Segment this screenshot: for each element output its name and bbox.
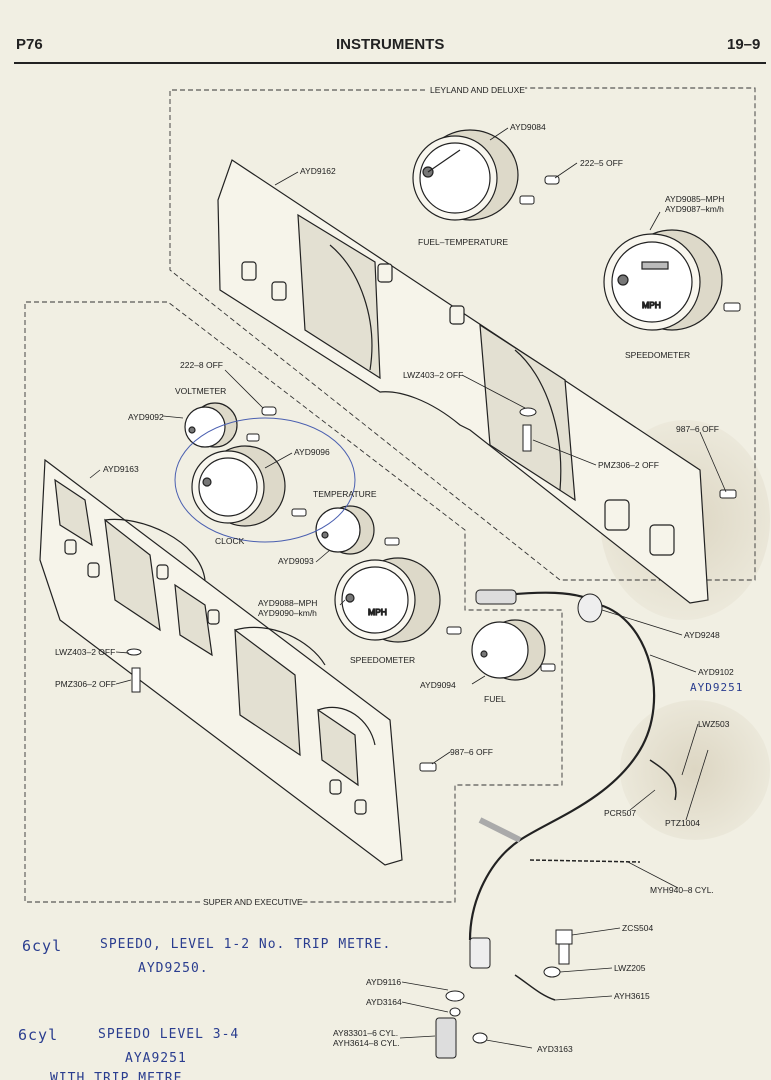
label-ayh3615: AYH3615 bbox=[614, 991, 650, 1001]
label-ayd9087: AYD9087–km/h bbox=[665, 204, 724, 214]
fuel-gauge bbox=[471, 619, 546, 681]
handwritten-margin-note: AYD9251 bbox=[690, 681, 743, 694]
label-lwz503: LWZ503 bbox=[698, 719, 730, 729]
label-ayd3163: AYD3163 bbox=[537, 1044, 573, 1054]
label-fuel: FUEL bbox=[484, 694, 506, 704]
label-pcr507: PCR507 bbox=[604, 808, 636, 818]
handwritten-note-1b: SPEEDO, LEVEL 1-2 No. TRIP METRE. bbox=[100, 937, 391, 952]
fuel-temperature-gauge bbox=[412, 129, 519, 221]
label-ayd9092: AYD9092 bbox=[128, 412, 164, 422]
super-executive-border bbox=[24, 301, 563, 903]
speedometer-mph-marking: MPH bbox=[368, 607, 387, 617]
leader-lines bbox=[89, 127, 727, 1049]
speedometer-gauge-top: MPH bbox=[603, 229, 723, 331]
speedometer-mph-marking: MPH bbox=[642, 300, 661, 310]
label-ayd9163: AYD9163 bbox=[103, 464, 139, 474]
label-ayd9248: AYD9248 bbox=[684, 630, 720, 640]
page-code: P76 bbox=[16, 36, 43, 53]
label-speedometer-bottom: SPEEDOMETER bbox=[350, 655, 415, 665]
handwritten-note-2b: SPEEDO LEVEL 3-4 bbox=[98, 1027, 239, 1042]
handwritten-note-2d: WITH TRIP METRE bbox=[50, 1071, 182, 1080]
label-ayd9102: AYD9102 bbox=[698, 667, 734, 677]
label-clock: CLOCK bbox=[215, 536, 245, 546]
label-ayd9094: AYD9094 bbox=[420, 680, 456, 690]
label-lwz403-top: LWZ403–2 OFF bbox=[403, 370, 463, 380]
paper-stain bbox=[620, 700, 770, 840]
label-ayd9093: AYD9093 bbox=[278, 556, 314, 566]
temperature-gauge bbox=[315, 505, 375, 555]
handwritten-note-1a: 6cyl bbox=[22, 937, 62, 955]
label-zcs504: ZCS504 bbox=[622, 923, 653, 933]
fasteners bbox=[126, 175, 741, 1059]
label-ayd9116: AYD9116 bbox=[366, 977, 401, 987]
voltmeter-gauge bbox=[184, 402, 238, 448]
label-ayb3301: AY83301–6 CYL. bbox=[333, 1028, 398, 1038]
label-987-6-off-bottom: 987–6 OFF bbox=[450, 747, 493, 757]
clock-gauge bbox=[191, 445, 286, 527]
speedometer-gauge-bottom: MPH bbox=[334, 557, 441, 643]
instrument-panel-ayd9163 bbox=[39, 458, 403, 866]
label-fuel-temperature: FUEL–TEMPERATURE bbox=[418, 237, 508, 247]
label-pmz306-top: PMZ306–2 OFF bbox=[598, 460, 659, 470]
label-speedometer-top: SPEEDOMETER bbox=[625, 350, 690, 360]
group-label-super-executive: SUPER AND EXECUTIVE bbox=[203, 897, 303, 907]
page-title: INSTRUMENTS bbox=[336, 36, 445, 53]
handwritten-circle bbox=[174, 417, 356, 543]
label-myh940: MYH940–8 CYL. bbox=[650, 885, 714, 895]
leyland-deluxe-border bbox=[169, 87, 756, 581]
label-lwz403-bottom: LWZ403–2 OFF bbox=[55, 647, 115, 657]
group-label-leyland-deluxe: LEYLAND AND DELUXE bbox=[430, 85, 525, 95]
label-ayd9162: AYD9162 bbox=[300, 166, 336, 176]
label-ayd9085: AYD9085–MPH bbox=[665, 194, 724, 204]
label-ayd9090: AYD9090–km/h bbox=[258, 608, 317, 618]
label-ayd9096: AYD9096 bbox=[294, 447, 330, 457]
gauges: MPH MPH bbox=[184, 129, 723, 681]
header-rule bbox=[14, 62, 766, 64]
handwritten-note-2a: 6cyl bbox=[18, 1026, 58, 1044]
handwritten-note-1c: AYD9250. bbox=[138, 961, 209, 976]
group-borders bbox=[24, 87, 756, 903]
label-temperature: TEMPERATURE bbox=[313, 489, 377, 499]
label-ptz1004: PTZ1004 bbox=[665, 818, 700, 828]
label-ayd9088: AYD9088–MPH bbox=[258, 598, 317, 608]
label-ayd9084: AYD9084 bbox=[510, 122, 546, 132]
speedometer-cable bbox=[468, 589, 677, 1001]
label-222-8-off: 222–8 OFF bbox=[180, 360, 223, 370]
label-lwz205: LWZ205 bbox=[614, 963, 646, 973]
instrument-panel-ayd9162 bbox=[217, 159, 709, 604]
section-number: 19–9 bbox=[727, 36, 761, 53]
handwritten-note-2c: AYA9251 bbox=[125, 1051, 187, 1066]
label-pmz306-bottom: PMZ306–2 OFF bbox=[55, 679, 116, 689]
label-ayh3614: AYH3614–8 CYL. bbox=[333, 1038, 399, 1048]
label-ayd3164: AYD3164 bbox=[366, 997, 402, 1007]
label-222-5-off: 222–5 OFF bbox=[580, 158, 623, 168]
label-987-6-off-top: 987–6 OFF bbox=[676, 424, 719, 434]
label-voltmeter: VOLTMETER bbox=[175, 386, 226, 396]
